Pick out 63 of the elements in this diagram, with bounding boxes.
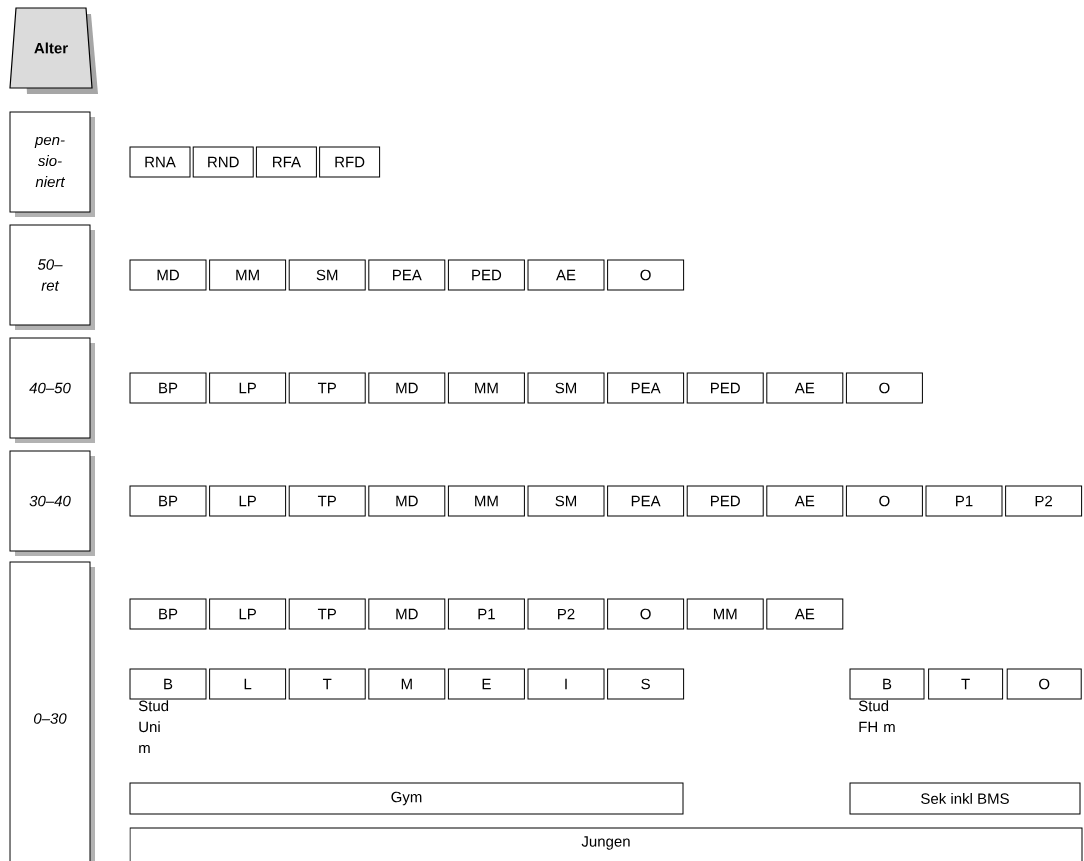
- category-box: MM: [209, 259, 287, 291]
- category-box: PEA: [368, 259, 446, 291]
- category-box: AE: [766, 598, 844, 630]
- category-box: TP: [288, 485, 366, 517]
- side-note: Stud FH m: [858, 700, 895, 733]
- category-box: TP: [288, 372, 366, 404]
- category-box: BP: [129, 485, 207, 517]
- category-box: Sek inkl BMS: [849, 782, 1081, 815]
- age-header: Alter: [9, 7, 98, 94]
- category-box: RFD: [319, 146, 381, 178]
- category-box: LP: [209, 485, 287, 517]
- category-box: P1: [447, 598, 525, 630]
- category-box: RFA: [255, 146, 317, 178]
- category-box: PEA: [607, 372, 685, 404]
- category-box: MM: [447, 485, 525, 517]
- category-box: P2: [527, 598, 605, 630]
- category-box: Gym: [129, 782, 684, 815]
- category-box: BP: [129, 598, 207, 630]
- category-box: AE: [766, 372, 844, 404]
- category-box: PEA: [607, 485, 685, 517]
- category-box: RND: [192, 146, 254, 178]
- category-box: I: [527, 668, 605, 700]
- category-box: T: [928, 668, 1004, 700]
- category-box: PED: [447, 259, 525, 291]
- category-box: MM: [447, 372, 525, 404]
- category-box: TP: [288, 598, 366, 630]
- category-box: P1: [925, 485, 1003, 517]
- category-box: PED: [686, 485, 764, 517]
- side-note: Stud Uni m: [138, 700, 169, 754]
- category-box: M: [368, 668, 446, 700]
- category-box: O: [607, 598, 685, 630]
- age-box: 30–40: [9, 450, 95, 556]
- category-box: SM: [288, 259, 366, 291]
- category-box: T: [288, 668, 366, 700]
- category-box: E: [447, 668, 525, 700]
- category-box: LP: [209, 372, 287, 404]
- age-box: pen- sio- niert: [9, 111, 95, 217]
- category-box: AE: [766, 485, 844, 517]
- category-box: MD: [129, 259, 207, 291]
- category-box: P2: [1005, 485, 1083, 517]
- category-box: O: [607, 259, 685, 291]
- category-box: O: [1006, 668, 1082, 700]
- category-box: MD: [368, 598, 446, 630]
- age-box: 50– ret: [9, 224, 95, 330]
- category-box: LP: [209, 598, 287, 630]
- category-box: SM: [527, 485, 605, 517]
- bar-box: Jungen: [129, 827, 1083, 861]
- category-box: B: [129, 668, 207, 700]
- category-box: PED: [686, 372, 764, 404]
- category-box: S: [607, 668, 685, 700]
- category-box: RNA: [129, 146, 191, 178]
- category-box: B: [849, 668, 925, 700]
- category-box: O: [845, 485, 923, 517]
- category-box: BP: [129, 372, 207, 404]
- category-box: MD: [368, 485, 446, 517]
- category-box: L: [209, 668, 287, 700]
- age-box: 40–50: [9, 337, 95, 443]
- category-box: MD: [368, 372, 446, 404]
- category-box: MM: [686, 598, 764, 630]
- category-box: AE: [527, 259, 605, 291]
- age-box: 0–30: [9, 561, 95, 861]
- category-box: O: [845, 372, 923, 404]
- category-box: SM: [527, 372, 605, 404]
